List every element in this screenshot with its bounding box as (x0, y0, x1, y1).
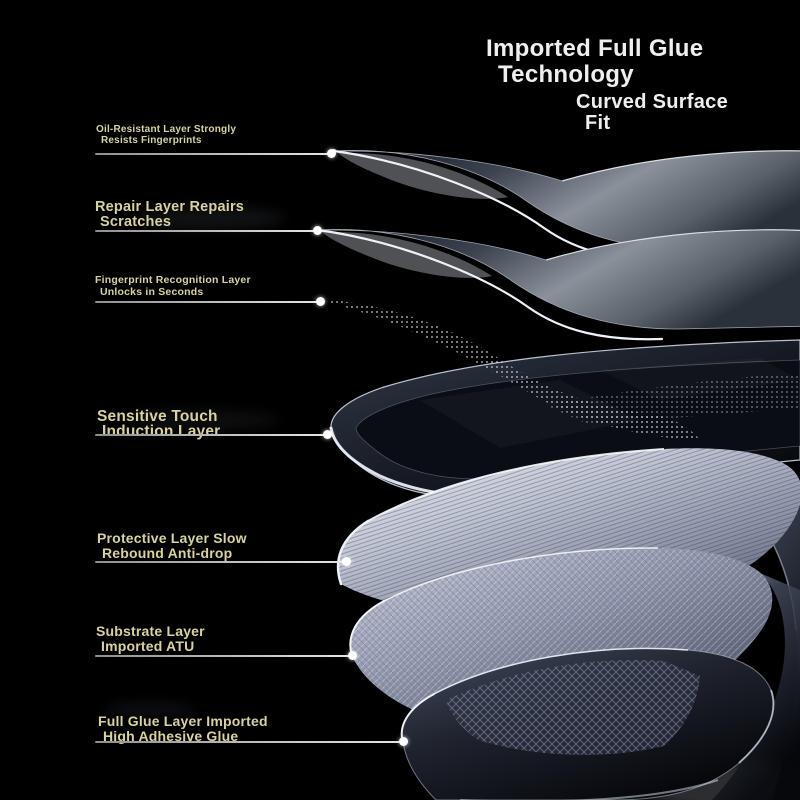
annotation-text-line1: Fingerprint Recognition Layer (95, 274, 251, 286)
layer-full-glue-slab (400, 647, 775, 800)
marker-dot (323, 430, 332, 439)
annotation-text: Protective Layer Slow Rebound Anti-drop (97, 531, 247, 561)
leader-line (95, 655, 353, 657)
marker-dot (327, 149, 336, 158)
marker-dot (399, 737, 408, 746)
leader-line (95, 434, 328, 436)
marker-dot (348, 651, 357, 660)
annotation-text-line1: Full Glue Layer Imported (98, 713, 268, 729)
annotation-text-line1: Repair Layer Repairs (95, 199, 245, 215)
main-title: Imported Full Glue Technology (486, 36, 703, 88)
annotation-text-line1: Protective Layer Slow (97, 530, 247, 546)
annotation-text-line1: Sensitive Touch (97, 408, 218, 425)
leader-line (95, 561, 346, 563)
annotation-text-line2: Scratches (100, 214, 172, 230)
main-title-line1: Imported Full Glue (486, 35, 704, 62)
layer-fingerprint-mesh (322, 299, 800, 440)
annotation-text: Repair Layer Repairs Scratches (95, 200, 244, 230)
annotation-text-line2: Resists Fingerprints (101, 135, 202, 146)
annotation-text: Full Glue Layer Imported High Adhesive G… (98, 714, 268, 744)
leader-line (95, 153, 331, 155)
leader-line (95, 230, 318, 232)
annotation-text: Oil-Resistant Layer Strongly Resists Fin… (96, 124, 236, 146)
marker-dot (313, 226, 322, 235)
main-title-line2: Technology (498, 61, 634, 88)
annotation-text: Substrate Layer Imported ATU (96, 624, 205, 654)
annotation-text-line1: Oil-Resistant Layer Strongly (96, 124, 237, 135)
subtitle-line2: Fit (585, 112, 611, 134)
leader-line (95, 301, 321, 303)
annotation-text: Fingerprint Recognition Layer Unlocks in… (95, 274, 251, 298)
marker-dot (316, 297, 325, 306)
subtitle-line1: Curved Surface (576, 91, 729, 113)
layer-repair-sheet (314, 226, 800, 341)
leader-line (95, 741, 403, 743)
annotation-text-line2: Unlocks in Seconds (100, 285, 204, 298)
annotation-text-line2: Induction Layer (102, 423, 221, 440)
marker-dot (342, 557, 351, 566)
annotation-text-line2: Rebound Anti-drop (102, 545, 233, 561)
annotation-text-line1: Substrate Layer (96, 623, 205, 639)
subtitle: Curved Surface Fit (576, 92, 728, 134)
annotation-text-line2: High Adhesive Glue (103, 728, 239, 744)
annotation-text-line2: Imported ATU (101, 638, 195, 654)
